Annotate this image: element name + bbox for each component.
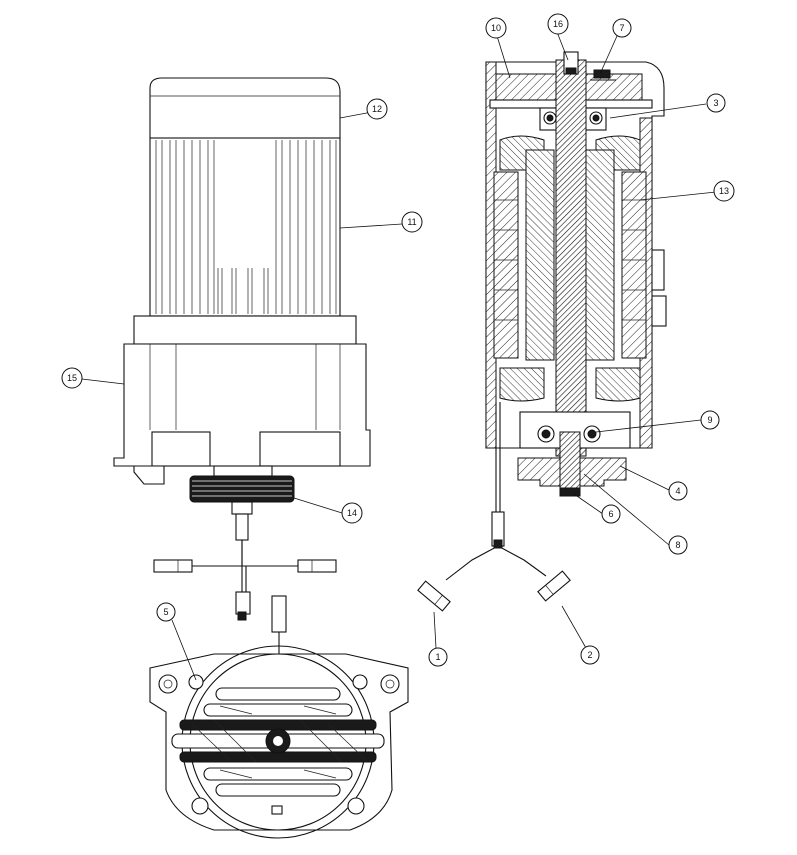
callout-label: 5 <box>163 607 168 617</box>
callout-7: 7 <box>612 18 632 38</box>
callout-15: 15 <box>61 367 83 389</box>
callout-6: 6 <box>601 504 621 524</box>
motor-finned-housing <box>149 137 341 317</box>
callout-9: 9 <box>700 410 720 430</box>
callout-label: 14 <box>347 508 357 518</box>
fan-cover-view <box>149 645 409 839</box>
callout-5: 5 <box>156 602 176 622</box>
callout-16: 16 <box>547 13 569 35</box>
callout-14: 14 <box>341 502 363 524</box>
callout-2: 2 <box>580 645 600 665</box>
wire-harness-right <box>445 402 547 581</box>
callout-label: 4 <box>675 486 680 496</box>
callout-12: 12 <box>366 98 388 120</box>
motor-cross-section <box>417 51 667 612</box>
rotor-left <box>525 149 555 361</box>
housing-fins <box>155 140 337 314</box>
connector-left <box>153 559 193 573</box>
callout-label: 15 <box>67 373 77 383</box>
connector-right <box>297 559 337 573</box>
callout-label: 13 <box>719 186 729 196</box>
motor-exterior-view <box>113 77 371 658</box>
motor-top-cap <box>149 77 341 139</box>
callout-3: 3 <box>706 93 726 113</box>
retaining-nut <box>559 487 581 497</box>
plug-male <box>235 591 251 615</box>
callout-label: 2 <box>587 650 592 660</box>
stator-right <box>621 171 647 359</box>
callout-label: 11 <box>407 217 416 227</box>
callout-label: 7 <box>619 23 624 33</box>
wire-terminal-2 <box>537 570 571 602</box>
base-flange-top <box>133 315 357 345</box>
rotor-right <box>585 149 615 361</box>
threaded-spigot <box>189 475 295 503</box>
callout-label: 3 <box>713 98 718 108</box>
callout-label: 10 <box>491 23 501 33</box>
stator-left <box>493 171 519 359</box>
callout-label: 1 <box>435 652 440 662</box>
callout-leaders <box>81 31 717 681</box>
callout-8: 8 <box>668 535 688 555</box>
callout-label: 9 <box>707 415 712 425</box>
top-cover <box>495 73 557 101</box>
callout-1: 1 <box>428 647 448 667</box>
callout-label: 8 <box>675 540 680 550</box>
callout-13: 13 <box>713 180 735 202</box>
callout-4: 4 <box>668 481 688 501</box>
callout-label: 12 <box>372 104 382 114</box>
callout-label: 16 <box>553 19 563 29</box>
wire-harness-left <box>190 540 300 592</box>
callout-10: 10 <box>485 17 507 39</box>
motor-shaft <box>555 59 587 457</box>
wire-terminal-1 <box>417 580 451 612</box>
callout-label: 6 <box>608 509 613 519</box>
plug-female <box>271 595 287 633</box>
callout-11: 11 <box>401 211 423 233</box>
